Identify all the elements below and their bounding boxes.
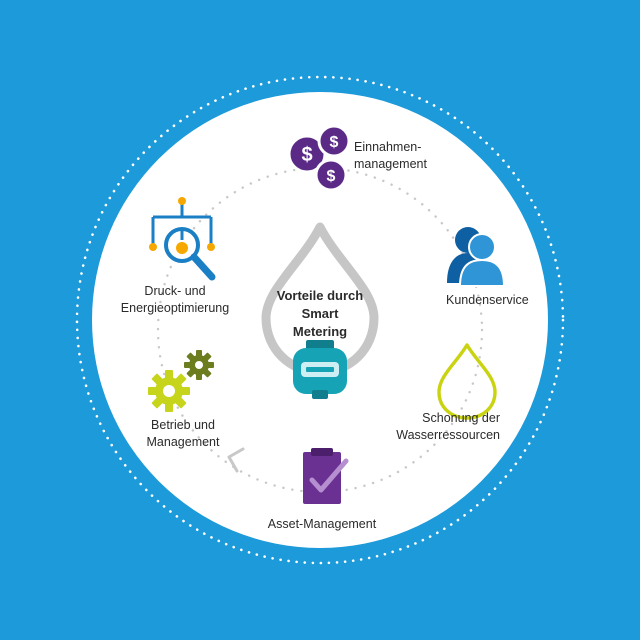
label-operation-management: Betrieb und Management [138,417,228,451]
label-asset-management: Asset-Management [262,516,382,533]
cycle-arrow-icon [227,447,245,473]
water-meter-icon [293,340,347,399]
label-line: Kundenservice [446,293,529,307]
label-line: Management [146,435,220,449]
label-line: Betrieb und [151,418,215,432]
outer-dotted-ring [75,75,565,565]
label-line: management [354,157,427,171]
gears-icon [148,350,214,412]
label-pressure-energy: Druck- und Energieoptimierung [110,283,240,317]
dollar-coins-icon: $ $ $ [287,124,351,192]
center-title-line: Smart [301,306,339,321]
label-line: Schonung der [422,411,500,425]
label-line: Druck- und [144,284,206,298]
customers-icon [447,227,506,287]
label-revenue-management: Einnahmen- management [354,139,427,173]
label-customer-service: Kundenservice [446,292,529,309]
svg-text:$: $ [301,144,312,166]
center-title-line: Vorteile durch [276,288,364,303]
svg-text:$: $ [327,168,336,185]
label-line: Einnahmen- [354,140,422,154]
center-title: Vorteile durch Smart Metering [270,287,370,341]
center-title-line: Metering [292,324,348,339]
label-line: Wasserressourcen [396,428,500,442]
clipboard-check-icon [303,448,349,504]
label-line: Asset-Management [267,517,377,531]
label-line: Energieoptimierung [120,301,230,315]
svg-text:$: $ [330,134,339,151]
network-magnifier-icon [149,197,216,281]
label-water-resources: Schonung der Wasserressourcen [392,410,500,444]
water-drop-icon [437,343,497,420]
white-disc [92,92,548,548]
